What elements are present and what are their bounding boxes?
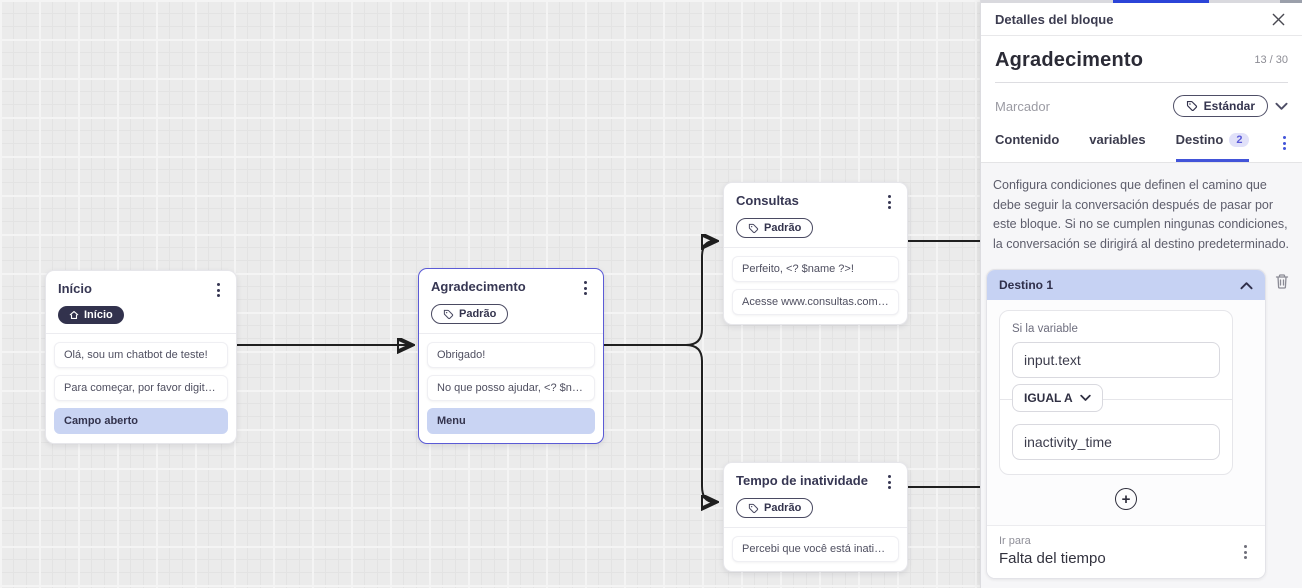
node-divider: [724, 247, 907, 248]
node-title: Início: [58, 281, 92, 296]
node-consultas[interactable]: Consultas Padrão Perfeito, <? $name ?>! …: [723, 182, 908, 325]
goto-section[interactable]: Ir para Falta del tiempo: [987, 525, 1265, 578]
node-badge-padrao: Padrão: [736, 218, 814, 238]
node-divider: [724, 527, 907, 528]
node-badge-padrao: Padrão: [736, 498, 814, 518]
block-name[interactable]: Agradecimento: [995, 49, 1144, 71]
tag-icon: [748, 503, 759, 513]
tab-variables[interactable]: variables: [1089, 132, 1146, 147]
goto-label: Ir para: [999, 535, 1031, 547]
chevron-down-icon: [1079, 394, 1091, 401]
top-strip-dark-segment: [1280, 0, 1302, 3]
tabs-menu-icon[interactable]: [1279, 134, 1290, 152]
node-divider: [419, 333, 603, 334]
chevron-down-icon[interactable]: [1275, 102, 1288, 111]
node-menu-icon[interactable]: [884, 473, 895, 491]
divider: [995, 82, 1288, 83]
close-icon[interactable]: [1271, 12, 1286, 27]
node-open-field-row[interactable]: Campo aberto: [54, 408, 228, 434]
tag-icon: [443, 309, 454, 319]
chevron-up-icon[interactable]: [1240, 281, 1253, 290]
destination-header[interactable]: Destino 1: [987, 270, 1265, 300]
node-title: Consultas: [736, 193, 799, 208]
variable-input[interactable]: [1012, 342, 1220, 378]
divider: [981, 35, 1302, 36]
goto-menu-icon[interactable]: [1240, 543, 1251, 561]
destino-count-badge: 2: [1229, 132, 1250, 147]
node-message[interactable]: Acesse www.consultas.com par...: [732, 289, 899, 315]
node-message[interactable]: No que posso ajudar, <? $name ...: [427, 375, 595, 401]
node-badge-padrao: Padrão: [431, 304, 509, 324]
node-divider: [46, 333, 236, 334]
operator-select[interactable]: IGUAL A: [1012, 384, 1103, 412]
destination-card: Destino 1 Si la variable IGUAL A: [986, 269, 1266, 579]
condition-label: Si la variable: [1012, 323, 1078, 335]
flow-canvas[interactable]: Início Início Olá, sou um chatbot de tes…: [0, 0, 980, 588]
node-badge-inicio: Início: [58, 306, 124, 324]
node-message[interactable]: Olá, sou um chatbot de teste!: [54, 342, 228, 368]
panel-title: Detalles del bloque: [995, 12, 1114, 27]
node-tempo-inatividade[interactable]: Tempo de inatividade Padrão Percebi que …: [723, 462, 908, 572]
node-menu-row[interactable]: Menu: [427, 408, 595, 434]
goto-value: Falta del tiempo: [999, 550, 1106, 567]
marker-label: Marcador: [995, 98, 1050, 114]
block-details-panel: Detalles del bloque Agradecimento 13 / 3…: [980, 0, 1302, 588]
value-input[interactable]: [1012, 424, 1220, 460]
edge-agradecimento-consultas: [604, 241, 714, 346]
add-condition-icon[interactable]: +: [1115, 488, 1137, 510]
edge-agradecimento-tempo: [604, 344, 714, 502]
node-inicio[interactable]: Início Início Olá, sou um chatbot de tes…: [45, 270, 237, 444]
trash-icon[interactable]: [1274, 273, 1290, 290]
node-title: Agradecimento: [431, 279, 526, 294]
node-title: Tempo de inatividade: [736, 473, 868, 488]
tab-contenido[interactable]: Contenido: [995, 132, 1060, 147]
tag-icon: [748, 223, 759, 233]
tag-icon: [1186, 100, 1197, 111]
char-count: 13 / 30: [1254, 54, 1288, 66]
top-strip-blue-segment: [1113, 0, 1209, 3]
marker-chip[interactable]: Estándar: [1172, 95, 1268, 117]
destination-description: Configura condiciones que definen el cam…: [993, 178, 1289, 251]
node-message[interactable]: Perfeito, <? $name ?>!: [732, 256, 899, 282]
node-menu-icon[interactable]: [580, 279, 591, 297]
top-strip: [981, 0, 1302, 3]
node-message[interactable]: Percebi que você está inativo. C...: [732, 536, 899, 562]
home-icon: [69, 311, 79, 319]
node-agradecimento[interactable]: Agradecimento Padrão Obrigado! No que po…: [418, 268, 604, 444]
node-menu-icon[interactable]: [884, 193, 895, 211]
condition-group: Si la variable IGUAL A: [999, 310, 1233, 475]
node-menu-icon[interactable]: [213, 281, 224, 299]
tab-destino[interactable]: Destino 2: [1175, 132, 1250, 162]
node-message[interactable]: Para começar, por favor digite o ...: [54, 375, 228, 401]
node-message[interactable]: Obrigado!: [427, 342, 595, 368]
